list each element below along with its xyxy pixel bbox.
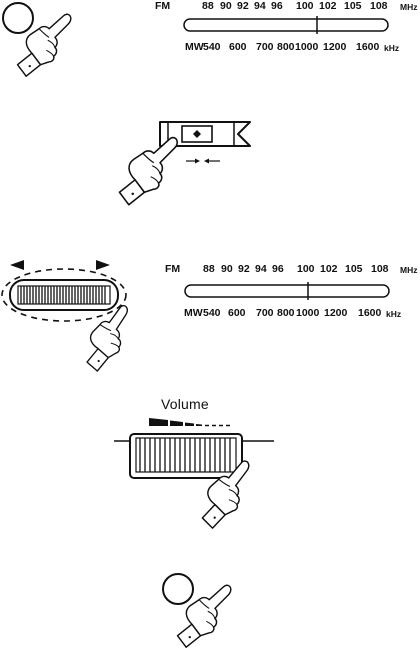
tuning-dial-top: FM 88 90 92 94 96 100 102 105 108 MHz MW…	[150, 0, 420, 60]
fm-tick-88: 88	[202, 0, 214, 12]
mw-tick-540: 540	[203, 307, 221, 319]
fm-tick-100: 100	[297, 263, 315, 275]
fm-tick-102: 102	[320, 263, 338, 275]
mw-label: MW	[185, 41, 204, 53]
fm-tick-92: 92	[238, 263, 250, 275]
fm-tick-94: 94	[255, 263, 267, 275]
mw-tick-1000: 1000	[296, 307, 319, 319]
band-slide-switch[interactable]	[110, 110, 270, 210]
fm-tick-96: 96	[272, 263, 284, 275]
volume-title: Volume	[161, 396, 209, 412]
press-button-bottom[interactable]	[150, 565, 240, 658]
fm-tick-88: 88	[203, 263, 215, 275]
fm-unit: MHz	[400, 1, 417, 13]
volume-wheel-icon	[110, 414, 280, 534]
mw-tick-600: 600	[228, 307, 246, 319]
fm-unit: MHz	[400, 264, 417, 276]
dial-scale-bar	[150, 16, 420, 36]
mw-tick-600: 600	[229, 41, 247, 53]
finger-press-icon	[0, 0, 80, 80]
fm-tick-90: 90	[220, 0, 232, 12]
tuning-dial-bottom: FM 88 90 92 94 96 100 102 105 108 MHz MW…	[150, 263, 420, 323]
fm-label: FM	[165, 263, 180, 275]
fm-tick-105: 105	[344, 0, 362, 12]
mw-tick-1000: 1000	[295, 41, 318, 53]
tuning-wheel-icon	[0, 250, 135, 370]
mw-unit: kHz	[386, 308, 401, 320]
mw-tick-540: 540	[203, 41, 221, 53]
mw-tick-800: 800	[277, 307, 295, 319]
finger-press-icon	[150, 565, 240, 658]
fm-tick-108: 108	[371, 263, 389, 275]
slide-switch-icon	[110, 110, 270, 210]
dial-scale-bar	[150, 282, 420, 302]
fm-tick-94: 94	[254, 0, 266, 12]
fm-tick-105: 105	[345, 263, 363, 275]
fm-tick-96: 96	[271, 0, 283, 12]
fm-label: FM	[155, 0, 170, 12]
mw-label: MW	[184, 307, 203, 319]
mw-tick-1200: 1200	[323, 41, 346, 53]
tuning-wheel[interactable]	[0, 250, 135, 370]
volume-wheel[interactable]	[110, 414, 280, 534]
fm-tick-102: 102	[319, 0, 337, 12]
mw-tick-1600: 1600	[356, 41, 379, 53]
mw-tick-700: 700	[256, 41, 274, 53]
mw-tick-1200: 1200	[324, 307, 347, 319]
fm-tick-100: 100	[296, 0, 314, 12]
fm-tick-92: 92	[237, 0, 249, 12]
mw-tick-1600: 1600	[358, 307, 381, 319]
fm-tick-90: 90	[221, 263, 233, 275]
mw-tick-700: 700	[256, 307, 274, 319]
press-button-top[interactable]	[0, 0, 80, 80]
fm-tick-108: 108	[370, 0, 388, 12]
mw-unit: kHz	[384, 42, 399, 54]
mw-tick-800: 800	[277, 41, 295, 53]
